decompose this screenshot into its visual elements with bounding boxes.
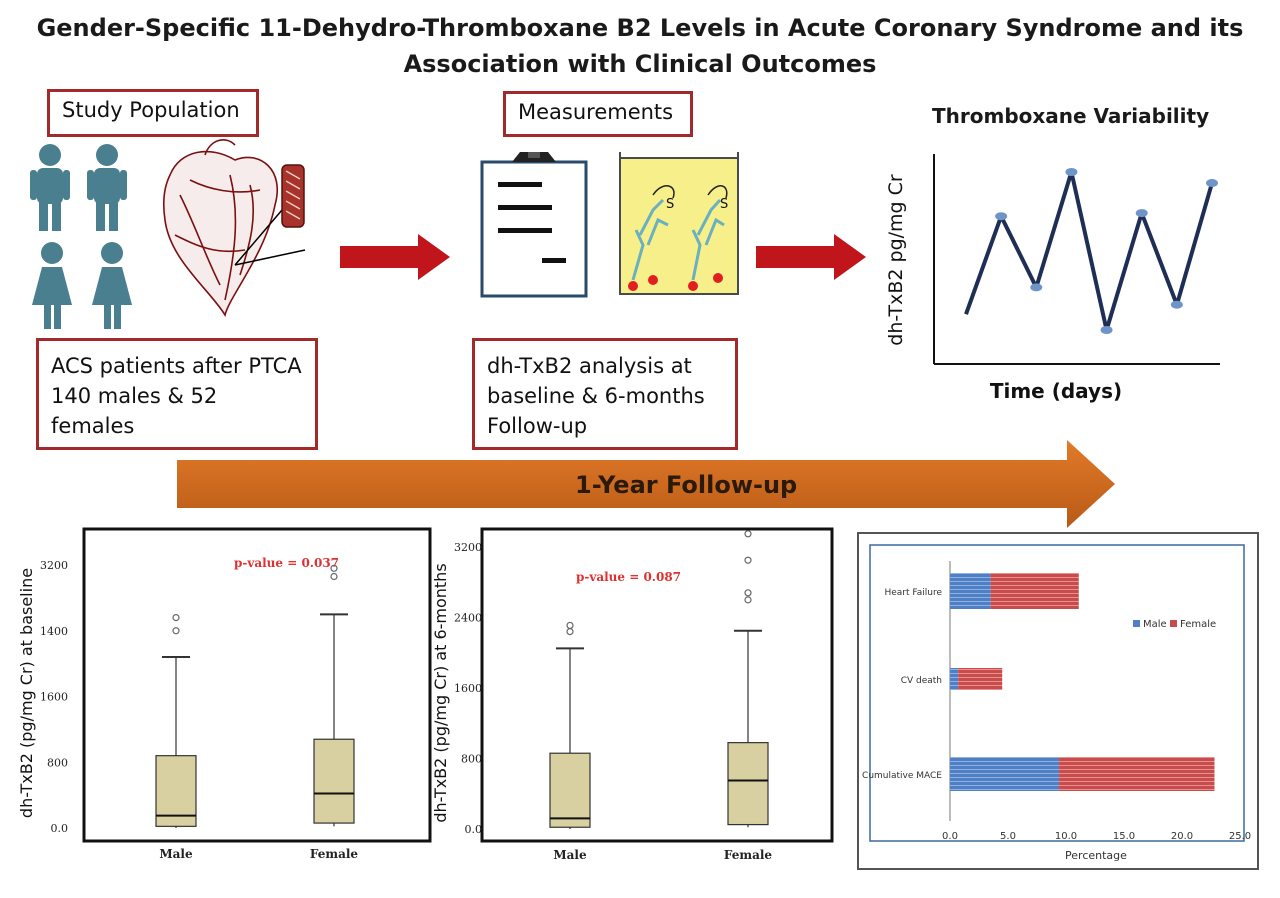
boxplot-baseline-pvalue: p-value = 0.037 <box>234 556 339 570</box>
boxplot-6months-y-tick: 800 <box>461 753 482 766</box>
title-line-1: Gender-Specific 11-Dehydro-Thromboxane B… <box>36 14 1244 42</box>
bar-x-tick: 20.0 <box>1171 831 1193 842</box>
followup-arrow: 1-Year Follow-up <box>177 440 1115 528</box>
boxplot-6months-y-tick: 2400 <box>454 612 482 625</box>
boxplot-6months-outlier <box>744 556 752 564</box>
arrow-icon <box>340 234 450 280</box>
boxplot-baseline-y-tick: 1400 <box>40 625 68 638</box>
legend-swatch-male <box>1133 620 1140 627</box>
bar-male <box>950 668 959 690</box>
variability-title: Thromboxane Variability <box>932 104 1210 128</box>
boxplot-baseline: dh-TxB2 (pg/mg Cr) at baseline 0.0 800 160… <box>17 527 432 861</box>
bar-female <box>990 573 1079 609</box>
measurements-illustration: S S <box>480 152 739 298</box>
legend-label-female: Female <box>1180 619 1216 630</box>
person-icon <box>87 144 127 231</box>
variability-point <box>1030 283 1043 292</box>
boxplot-6months-y-tick: 1600 <box>454 682 482 695</box>
boxplot-baseline-outlier <box>172 627 180 635</box>
boxplot-6months-y-tick: 0.0 <box>465 823 483 836</box>
bar-x-tick: 0.0 <box>942 831 958 842</box>
study-population-description-text: ACS patients after PTCA 140 males & 52 f… <box>51 354 302 438</box>
variability-x-label: Time (days) <box>990 379 1122 403</box>
measurements-header: Measurements <box>503 91 693 137</box>
variability-point <box>1065 168 1078 176</box>
person-icon <box>30 144 70 231</box>
boxplot-baseline-y-tick: 3200 <box>40 559 68 572</box>
assay-well-icon: S S <box>619 152 739 295</box>
boxplot-baseline-category-label: Female <box>310 847 359 861</box>
boxplot-baseline-ylabel: dh-TxB2 (pg/mg Cr) at baseline <box>17 568 36 818</box>
variability-point <box>1170 300 1183 309</box>
bar-x-tick: 25.0 <box>1229 831 1251 842</box>
measurements-description-text: dh-TxB2 analysis at baseline & 6-months … <box>487 354 705 438</box>
boxplot-6months-ylabel: dh-TxB2 (pg/mg Cr) at 6-months <box>431 563 450 822</box>
clipboard-icon <box>480 152 588 298</box>
boxplot-6months-outlier <box>744 596 752 604</box>
bar-female <box>1059 757 1215 791</box>
boxplot-6months-pvalue: p-value = 0.087 <box>576 570 681 584</box>
boxplot-6months-outlier <box>744 589 752 597</box>
boxplot-6months-box-female <box>727 742 769 826</box>
boxplot-baseline-box-male <box>155 755 197 827</box>
arrow-icon <box>756 234 866 280</box>
boxplot-baseline-y-tick: 800 <box>47 756 68 769</box>
boxplot-baseline-box-female <box>313 738 355 824</box>
arrow-icon <box>177 440 1115 528</box>
bar-x-label: Percentage <box>1065 849 1127 862</box>
heart-icon <box>163 139 278 318</box>
bar-category-label: Heart Failure <box>884 588 942 598</box>
boxplot-6months: dh-TxB2 (pg/mg Cr) at 6-months 0.0 800 160… <box>431 527 834 862</box>
svg-text:S: S <box>720 197 728 212</box>
study-population-description: ACS patients after PTCA 140 males & 52 f… <box>36 338 318 450</box>
person-icon <box>92 242 132 329</box>
svg-text:S: S <box>666 197 674 212</box>
person-icon <box>32 242 72 329</box>
bar-category-label: CV death <box>901 676 942 686</box>
boxplot-baseline-frame <box>82 527 432 843</box>
boxplot-6months-frame <box>480 527 834 843</box>
study-population-header-label: Study Population <box>62 98 240 122</box>
boxplot-baseline-y-tick: 1600 <box>40 691 68 704</box>
boxplot-6months-box-male <box>549 752 591 828</box>
bar-category-label: Cumulative MACE <box>862 771 942 781</box>
boxplot-baseline-outlier <box>330 572 338 581</box>
followup-label: 1-Year Follow-up <box>575 471 797 499</box>
boxplot-baseline-outlier <box>172 613 180 622</box>
stent-icon <box>281 164 305 228</box>
measurements-description: dh-TxB2 analysis at baseline & 6-months … <box>472 338 738 450</box>
figure-title: Gender-Specific 11-Dehydro-Thromboxane B… <box>0 10 1280 82</box>
boxplot-6months-outlier <box>744 530 752 538</box>
study-population-illustration <box>30 139 306 329</box>
variability-line <box>964 170 1214 332</box>
bar-x-tick: 10.0 <box>1055 831 1077 842</box>
title-line-2: Association with Clinical Outcomes <box>403 50 877 78</box>
variability-point <box>995 212 1008 221</box>
boxplot-6months-outlier <box>566 621 574 630</box>
bar-male <box>950 757 1060 791</box>
bar-x-tick: 15.0 <box>1113 831 1135 842</box>
variability-chart: dh-TxB2 pg/mg Cr Time (days) <box>885 154 1220 403</box>
variability-point <box>1206 179 1218 188</box>
variability-y-label: dh-TxB2 pg/mg Cr <box>885 174 907 346</box>
bar-male <box>950 573 991 609</box>
boxplot-6months-category-label: Male <box>553 848 587 862</box>
boxplot-baseline-outlier <box>330 564 338 572</box>
boxplot-6months-category-label: Female <box>724 848 773 862</box>
variability-point <box>1135 209 1148 218</box>
boxplot-baseline-category-label: Male <box>159 847 193 861</box>
variability-point <box>1100 326 1113 334</box>
legend-swatch-female <box>1170 620 1177 627</box>
study-population-header: Study Population <box>47 89 259 137</box>
boxplot-6months-y-tick: 3200 <box>454 541 482 554</box>
boxplot-baseline-y-tick: 0.0 <box>51 822 69 835</box>
measurements-header-label: Measurements <box>518 100 674 124</box>
bar-x-tick: 5.0 <box>1000 831 1016 842</box>
legend-label-male: Male <box>1143 619 1167 630</box>
bar-female <box>958 668 1003 690</box>
